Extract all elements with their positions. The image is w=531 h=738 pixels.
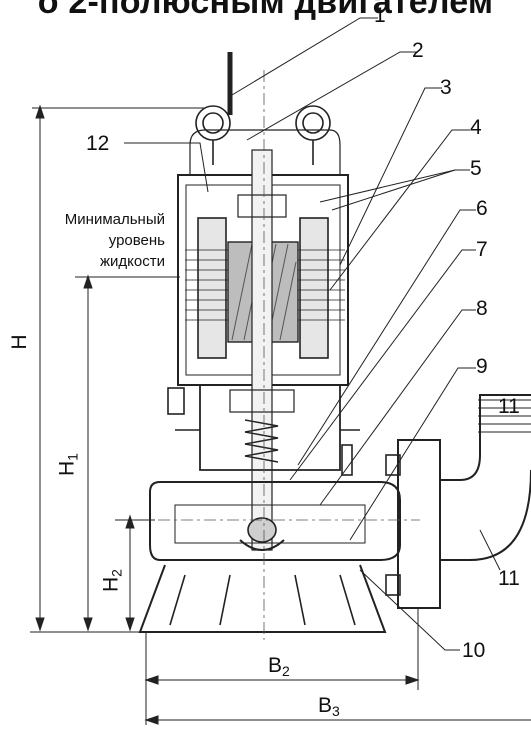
note-line: жидкости bbox=[100, 253, 165, 270]
dimension-b3-letter: B bbox=[318, 694, 333, 717]
dimension-b2-sub: 2 bbox=[282, 663, 290, 679]
dimension-label-b3: B3 bbox=[318, 694, 340, 719]
callout-label: 11 bbox=[498, 567, 520, 590]
callout-label: 9 bbox=[476, 355, 488, 378]
note-line: уровень bbox=[108, 232, 165, 249]
dimension-label-h: H bbox=[8, 334, 31, 350]
callout-label: 11 bbox=[498, 395, 520, 418]
callout-label: 12 bbox=[86, 132, 110, 155]
callout-label: 6 bbox=[476, 197, 488, 220]
note-line: Минимальный bbox=[64, 211, 165, 228]
dimension-h1-sub: 1 bbox=[64, 453, 81, 461]
callout-label: 3 bbox=[440, 76, 452, 99]
callout-label: 10 bbox=[462, 639, 486, 662]
callout-label: 8 bbox=[476, 297, 488, 320]
dimension-h2-letter: H bbox=[99, 576, 123, 592]
callout-label: 5 bbox=[470, 157, 482, 180]
dimension-label-h2: H2 bbox=[100, 561, 125, 601]
dimension-h2-sub: 2 bbox=[108, 569, 125, 577]
dimension-b3-sub: 3 bbox=[332, 703, 340, 719]
callout-label: 1 bbox=[374, 4, 386, 27]
minimum-liquid-level-note: Минимальный уровень жидкости bbox=[25, 209, 165, 272]
callout-label: 2 bbox=[412, 39, 424, 62]
dimension-label-b2: B2 bbox=[268, 654, 290, 679]
dimension-label-h1: H1 bbox=[56, 445, 81, 485]
dimension-b2-letter: B bbox=[268, 654, 283, 677]
diagram-heading: о 2-полюсным двигателем bbox=[37, 0, 494, 21]
callout-label: 4 bbox=[470, 116, 482, 139]
callout-label: 7 bbox=[476, 238, 488, 261]
dimension-h1-letter: H bbox=[55, 460, 79, 476]
